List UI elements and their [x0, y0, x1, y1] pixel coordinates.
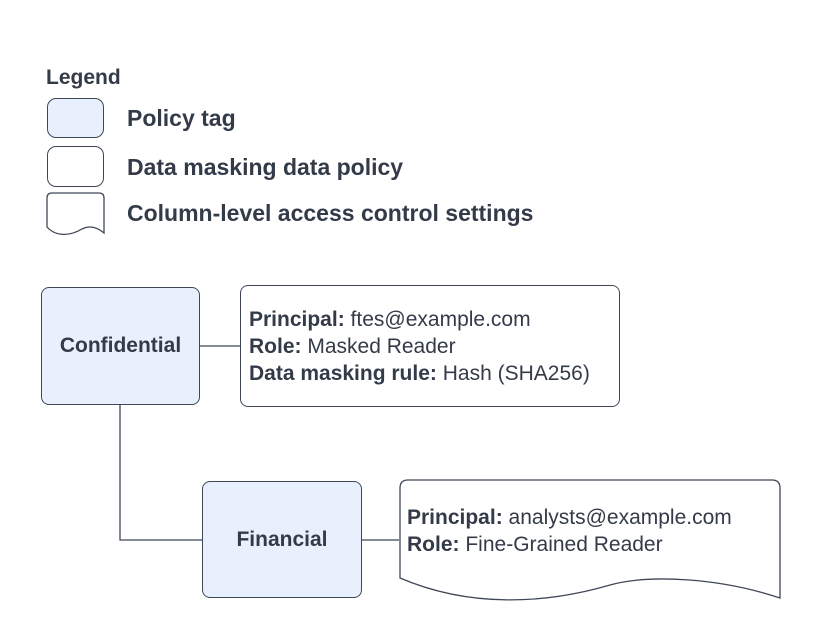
- masking-policy-card: Principal: ftes@example.com Role: Masked…: [240, 285, 620, 407]
- masking-rule-value: Hash (SHA256): [442, 361, 590, 385]
- legend-item-data-masking-policy: Data masking data policy: [127, 154, 404, 180]
- connector-confidential-to-financial: [119, 405, 202, 541]
- role-key: Role:: [407, 533, 460, 556]
- masking-rule-key: Data masking rule:: [249, 361, 437, 385]
- role-key: Role:: [249, 334, 302, 358]
- access-settings-role-line: Role: Fine-Grained Reader: [407, 531, 732, 558]
- node-confidential: Confidential: [41, 287, 200, 405]
- principal-value: analysts@example.com: [508, 506, 732, 529]
- principal-key: Principal:: [249, 307, 345, 331]
- legend-title: Legend: [46, 66, 121, 89]
- masking-policy-rule-line: Data masking rule: Hash (SHA256): [249, 360, 619, 387]
- masking-policy-role-line: Role: Masked Reader: [249, 333, 619, 360]
- masking-policy-principal-line: Principal: ftes@example.com: [249, 306, 619, 333]
- principal-value: ftes@example.com: [350, 307, 531, 331]
- access-settings-principal-line: Principal: analysts@example.com: [407, 504, 732, 531]
- legend-item-column-access: Column-level access control settings: [127, 200, 534, 226]
- node-confidential-label: Confidential: [59, 334, 182, 357]
- legend-item-policy-tag: Policy tag: [127, 105, 236, 131]
- role-value: Masked Reader: [307, 334, 456, 358]
- role-value: Fine-Grained Reader: [465, 533, 663, 556]
- swatch-policy-tag: [47, 98, 104, 138]
- swatch-column-access: [46, 192, 105, 236]
- swatch-data-policy: [47, 146, 104, 187]
- principal-key: Principal:: [407, 506, 503, 529]
- node-financial: Financial: [202, 481, 362, 598]
- access-settings-card: Principal: analysts@example.com Role: Fi…: [407, 504, 732, 558]
- node-financial-label: Financial: [236, 527, 328, 551]
